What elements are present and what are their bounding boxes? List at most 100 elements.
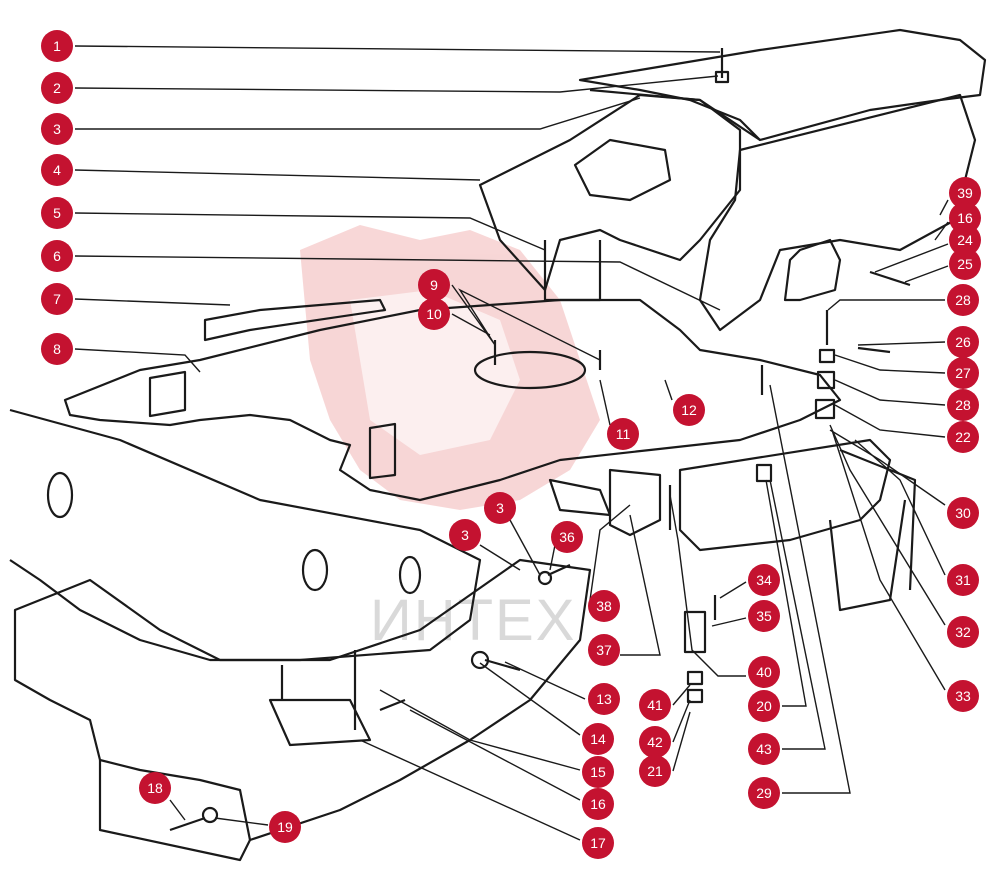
leader-line [479,662,581,736]
callout-43: 43 [748,733,780,765]
callout-10: 10 [418,298,450,330]
callout-circle [947,326,979,358]
callout-11: 11 [607,418,639,450]
callout-label: 11 [616,426,631,442]
callout-circle [41,333,73,365]
callout-40: 40 [748,656,780,688]
callout-3: 3 [449,519,481,551]
callout-25: 25 [949,248,981,280]
leader-line [904,265,949,283]
leader-line [669,494,746,677]
callout-label: 12 [681,402,697,418]
bracket-plate [478,93,742,292]
callout-34: 34 [748,564,780,596]
watermark-logo [300,225,600,510]
clamp-block [268,698,372,747]
leader-line [711,617,747,627]
callout-circle [947,497,979,529]
callout-label: 34 [756,572,772,588]
callout-label: 8 [53,341,61,357]
callout-circle [582,827,614,859]
callout-label: 41 [647,697,663,713]
callout-label: 36 [559,529,575,545]
callout-24: 24 [949,224,981,256]
callout-circle [947,421,979,453]
callout-circle [748,656,780,688]
callout-label: 43 [756,741,772,757]
leader-line [549,544,556,571]
leader-line [74,169,481,181]
callout-label: 19 [277,819,293,835]
callout-circle [418,269,450,301]
callout-label: 40 [756,664,772,680]
callout-label: 28 [955,397,971,413]
callout-circle [673,394,705,426]
callout-22: 22 [947,421,979,453]
callout-21: 21 [639,755,671,787]
leader-line [74,212,546,251]
callout-label: 2 [53,80,61,96]
leader-line [359,739,581,841]
leader-line [765,479,807,707]
callout-label: 3 [496,500,504,516]
callout-label: 39 [957,185,973,201]
callout-label: 5 [53,205,61,221]
leader-line [829,429,946,506]
callout-2: 2 [41,72,73,104]
callout-circle [947,284,979,316]
callout-label: 7 [53,291,61,307]
callout-26: 26 [947,326,979,358]
callout-circle [41,113,73,145]
callout-label: 37 [596,642,612,658]
leader-line [672,711,691,772]
callout-6: 6 [41,240,73,272]
lower-housing [13,558,592,842]
callout-circle [947,616,979,648]
callout-16: 16 [949,202,981,234]
leader-line [74,75,719,93]
callout-3: 3 [41,113,73,145]
leader-line [874,243,949,273]
leader-line [599,379,611,426]
callout-36: 36 [551,521,583,553]
callout-label: 3 [461,527,469,543]
leader-line [74,298,231,306]
callout-circle [639,689,671,721]
callout-circle [588,590,620,622]
leader-line [857,341,946,346]
callout-circle [41,72,73,104]
callout-28: 28 [947,284,979,316]
callout-label: 30 [955,505,971,521]
callout-circle [551,521,583,553]
leader-line [451,284,601,361]
callout-circle [947,680,979,712]
top-cover [578,28,987,142]
callout-13: 13 [588,683,620,715]
leader-line [509,519,541,576]
callout-7: 7 [41,283,73,315]
callout-circle [949,248,981,280]
callout-circle [139,772,171,804]
callout-label: 31 [955,572,971,588]
callout-28: 28 [947,389,979,421]
callout-label: 38 [596,598,612,614]
callout-15: 15 [582,756,614,788]
callout-label: 15 [590,764,606,780]
callout-markers: 1234567891011123363383713141516171819391… [41,30,981,859]
leader-lines [74,45,949,841]
callout-circle [582,723,614,755]
leader-line [834,379,946,406]
callout-label: 9 [430,277,438,293]
leader-line [834,404,946,438]
callout-label: 42 [647,734,663,750]
callout-label: 28 [955,292,971,308]
callout-20: 20 [748,690,780,722]
callout-39: 39 [949,177,981,209]
leader-line [939,199,949,216]
callout-circle [748,564,780,596]
callout-circle [484,492,516,524]
callout-label: 10 [426,306,442,322]
leader-line [379,689,581,771]
side-panel [698,93,977,332]
leader-line [479,544,521,571]
